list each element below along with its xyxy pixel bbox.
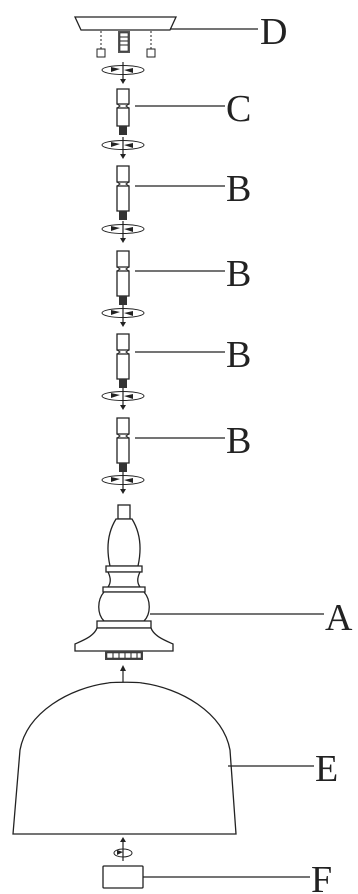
downrod-part-b-4 [116,417,130,472]
shade-part-e [12,681,237,835]
canopy-part-d [73,16,258,58]
rotation-arrow-icon [113,837,133,861]
label-b-1: B [226,168,251,210]
finial-part-f [102,837,144,889]
label-a: A [325,597,353,639]
rotation-arrow-icon [101,137,145,159]
label-e: E [315,748,338,790]
rotation-arrow-icon [101,305,145,327]
downrod-part-b-3 [116,333,130,388]
rotation-arrow-icon [101,472,145,494]
label-b-3: B [226,334,251,376]
lamp-body-part-a [74,504,174,660]
label-f: F [311,859,332,894]
up-arrow-icon [120,665,126,684]
rotation-arrows [101,62,145,494]
label-b-4: B [226,420,251,462]
downrod-part-b-2 [116,250,130,305]
label-d: D [260,11,287,53]
downrod-part-b-1 [116,165,130,220]
label-b-2: B [226,253,251,295]
rotation-arrow-icon [101,62,145,84]
downrod-part-c [116,88,130,135]
label-c: C [226,88,251,130]
rotation-arrow-icon [101,388,145,410]
rotation-arrow-icon [101,221,145,243]
